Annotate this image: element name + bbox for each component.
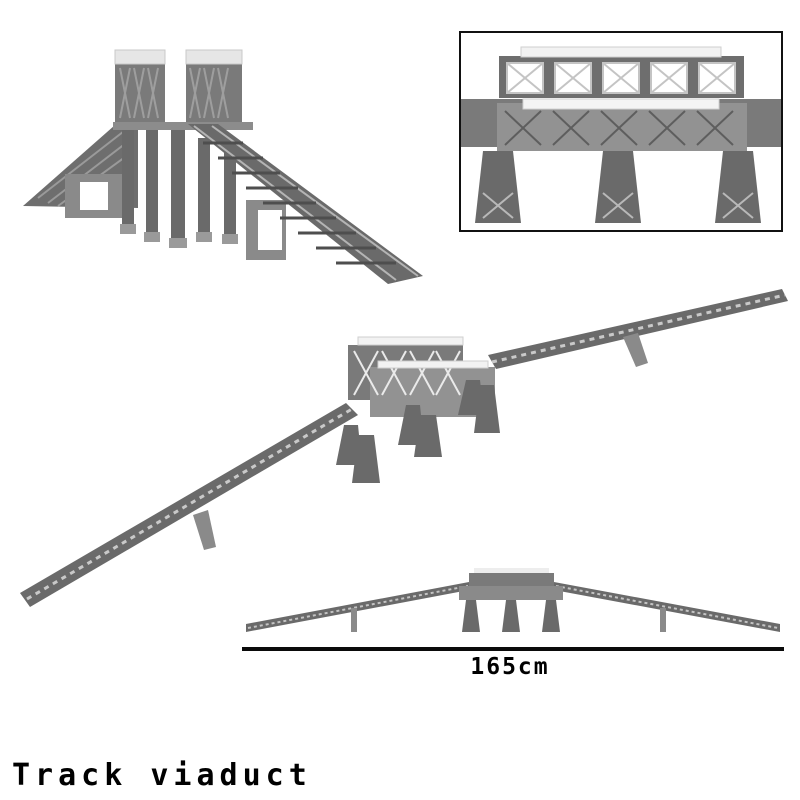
side-elevation-illustration	[244, 568, 784, 638]
perspective-view-illustration	[18, 285, 790, 615]
detail-inset-frame	[459, 31, 783, 232]
dimension-line	[242, 647, 784, 651]
end-view-illustration	[18, 48, 428, 288]
product-title: Track viaduct	[12, 758, 312, 793]
dimension-label: 165cm	[470, 654, 550, 680]
